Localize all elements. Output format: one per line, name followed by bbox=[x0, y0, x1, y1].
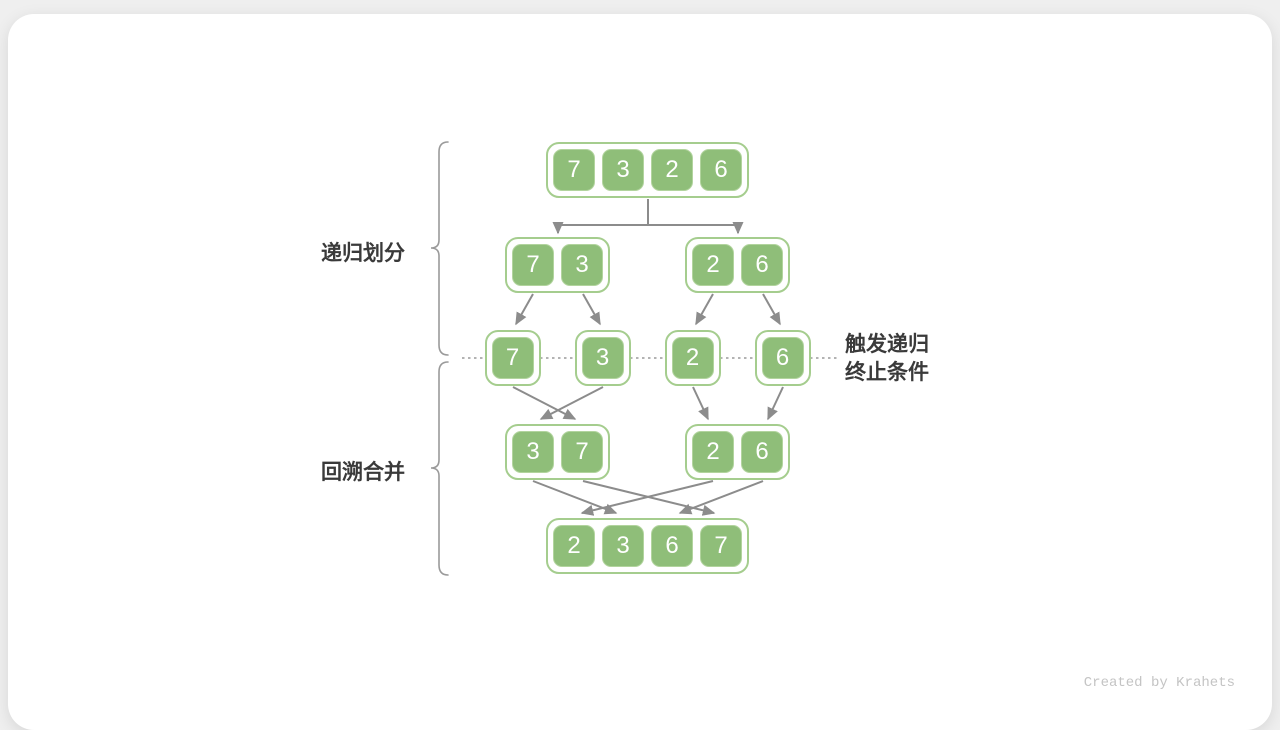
divide-phase-brace bbox=[430, 141, 449, 356]
array-cell: 3 bbox=[561, 243, 603, 286]
label-termination-line2: 终止条件 bbox=[845, 361, 929, 384]
watermark-credit: Created by Krahets bbox=[1083, 675, 1235, 691]
split-arrows-level2 bbox=[515, 293, 781, 326]
label-merge-phase: 回溯合并 bbox=[321, 461, 405, 484]
label-termination-note: 触发递归 终止条件 bbox=[845, 331, 929, 387]
split-connector-root bbox=[552, 199, 744, 235]
array-cell: 6 bbox=[700, 148, 742, 191]
label-divide-phase: 递归划分 bbox=[321, 242, 405, 265]
array-cell: 6 bbox=[741, 430, 783, 473]
array-cell: 7 bbox=[512, 243, 554, 286]
array-cell: 7 bbox=[700, 524, 742, 567]
array-cell: 6 bbox=[761, 336, 804, 379]
array-cell: 3 bbox=[512, 430, 554, 473]
merge-arrows-level4 bbox=[532, 480, 764, 516]
array-cell: 2 bbox=[553, 524, 595, 567]
array-node-leaf-2: 2 bbox=[664, 329, 721, 386]
array-node-leaf-7: 7 bbox=[484, 329, 541, 386]
array-cell: 6 bbox=[741, 243, 783, 286]
array-cell: 7 bbox=[553, 148, 595, 191]
array-cell: 2 bbox=[692, 243, 734, 286]
array-cell: 3 bbox=[602, 148, 644, 191]
array-cell: 3 bbox=[581, 336, 624, 379]
merge-phase-brace bbox=[430, 361, 449, 576]
label-termination-line1: 触发递归 bbox=[845, 333, 929, 356]
array-node-leaf-3: 3 bbox=[574, 329, 631, 386]
array-cell: 2 bbox=[671, 336, 714, 379]
array-cell: 2 bbox=[651, 148, 693, 191]
array-node-leaf-6: 6 bbox=[754, 329, 811, 386]
array-cell: 2 bbox=[692, 430, 734, 473]
array-cell: 7 bbox=[491, 336, 534, 379]
array-cell: 3 bbox=[602, 524, 644, 567]
diagram-card bbox=[8, 14, 1272, 730]
array-cell: 6 bbox=[651, 524, 693, 567]
array-cell: 7 bbox=[561, 430, 603, 473]
merge-arrows-level3 bbox=[512, 386, 784, 421]
